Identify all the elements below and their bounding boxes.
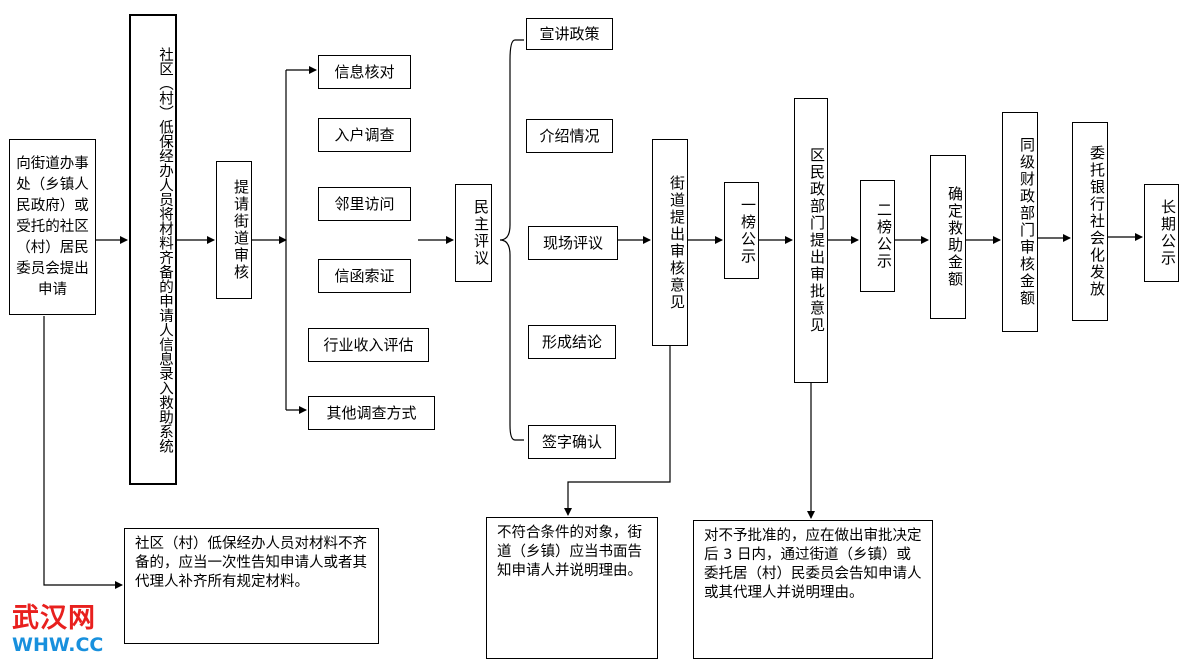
first-publicity-box: 一榜公示 [724, 182, 759, 279]
not-approved-note: 对不予批准的，应在做出审批决定后 3 日内，通过街道（乡镇）或委托居（村）民委员… [693, 520, 933, 659]
community-entry-text: 社区（村）低保经办人员将材料齐备的申请人信息录入救助系统 [157, 46, 173, 453]
district-opinion-box: 区民政部门提出审批意见 [794, 98, 828, 383]
home-survey-text: 入户调查 [334, 126, 395, 144]
form-conclusion-box: 形成结论 [528, 325, 616, 359]
watermark-name: 武汉网 [12, 603, 96, 634]
incomplete-materials-text: 社区（村）低保经办人员对材料不齐备的，应当一次性告知申请人或者其代理人补齐所有规… [135, 536, 367, 590]
apply-text: 向街道办事处（乡镇人民政府）或受托的社区（村）居民委员会提出申请 [16, 155, 89, 298]
second-publicity-box: 二榜公示 [860, 180, 895, 292]
watermark-logo: 武汉网 WHW.CC [12, 603, 104, 657]
bank-distribution-text: 委托银行社会化发放 [1088, 145, 1106, 298]
not-qualified-text: 不符合条件的对象，街道（乡镇）应当书面告知申请人并说明理由。 [497, 525, 642, 579]
second-publicity-text: 二榜公示 [875, 202, 893, 270]
street-opinion-text: 街道提出审核意见 [668, 174, 686, 311]
not-qualified-note: 不符合条件的对象，街道（乡镇）应当书面告知申请人并说明理由。 [486, 517, 658, 659]
neighbor-visit-text: 邻里访问 [334, 195, 395, 213]
long-publicity-text: 长期公示 [1159, 199, 1177, 267]
determine-amount-box: 确定救助金额 [930, 155, 966, 319]
street-opinion-box: 街道提出审核意见 [652, 139, 688, 346]
watermark-domain: WHW.CC [12, 634, 104, 656]
democratic-review-text: 民主评议 [472, 199, 490, 267]
district-opinion-text: 区民政部门提出审批意见 [808, 147, 826, 334]
promote-policy-text: 宣讲政策 [539, 25, 600, 43]
promote-policy-box: 宣讲政策 [526, 18, 613, 50]
home-survey-box: 入户调查 [318, 118, 411, 152]
letter-evidence-text: 信函索证 [334, 267, 395, 285]
introduce-situation-box: 介绍情况 [526, 119, 613, 153]
determine-amount-text: 确定救助金额 [946, 186, 964, 288]
street-review-text: 提请街道审核 [232, 179, 250, 281]
incomplete-materials-note: 社区（村）低保经办人员对材料不齐备的，应当一次性告知申请人或者其代理人补齐所有规… [124, 528, 379, 644]
bank-distribution-box: 委托银行社会化发放 [1072, 122, 1108, 321]
onsite-review-text: 现场评议 [542, 234, 603, 252]
long-publicity-box: 长期公示 [1144, 184, 1179, 282]
apply-box: 向街道办事处（乡镇人民政府）或受托的社区（村）居民委员会提出申请 [9, 139, 96, 315]
not-approved-text: 对不予批准的，应在做出审批决定后 3 日内，通过街道（乡镇）或委托居（村）民委员… [704, 528, 922, 601]
community-entry-box: 社区（村）低保经办人员将材料齐备的申请人信息录入救助系统 [129, 14, 177, 485]
street-review-box: 提请街道审核 [216, 161, 252, 299]
finance-review-box: 同级财政部门审核金额 [1002, 112, 1038, 332]
other-methods-box: 其他调查方式 [308, 396, 435, 430]
introduce-situation-text: 介绍情况 [539, 127, 600, 145]
onsite-review-box: 现场评议 [528, 226, 618, 260]
other-methods-text: 其他调查方式 [326, 404, 417, 422]
sign-confirm-box: 签字确认 [528, 425, 616, 459]
democratic-review-box: 民主评议 [455, 184, 492, 282]
industry-income-box: 行业收入评估 [308, 328, 429, 362]
form-conclusion-text: 形成结论 [541, 333, 602, 351]
info-check-box: 信息核对 [318, 55, 411, 89]
finance-review-text: 同级财政部门审核金额 [1018, 137, 1036, 307]
letter-evidence-box: 信函索证 [318, 259, 411, 293]
first-publicity-text: 一榜公示 [739, 196, 757, 265]
industry-income-text: 行业收入评估 [323, 336, 414, 354]
sign-confirm-text: 签字确认 [541, 433, 602, 451]
neighbor-visit-box: 邻里访问 [318, 187, 411, 221]
info-check-text: 信息核对 [334, 63, 395, 81]
